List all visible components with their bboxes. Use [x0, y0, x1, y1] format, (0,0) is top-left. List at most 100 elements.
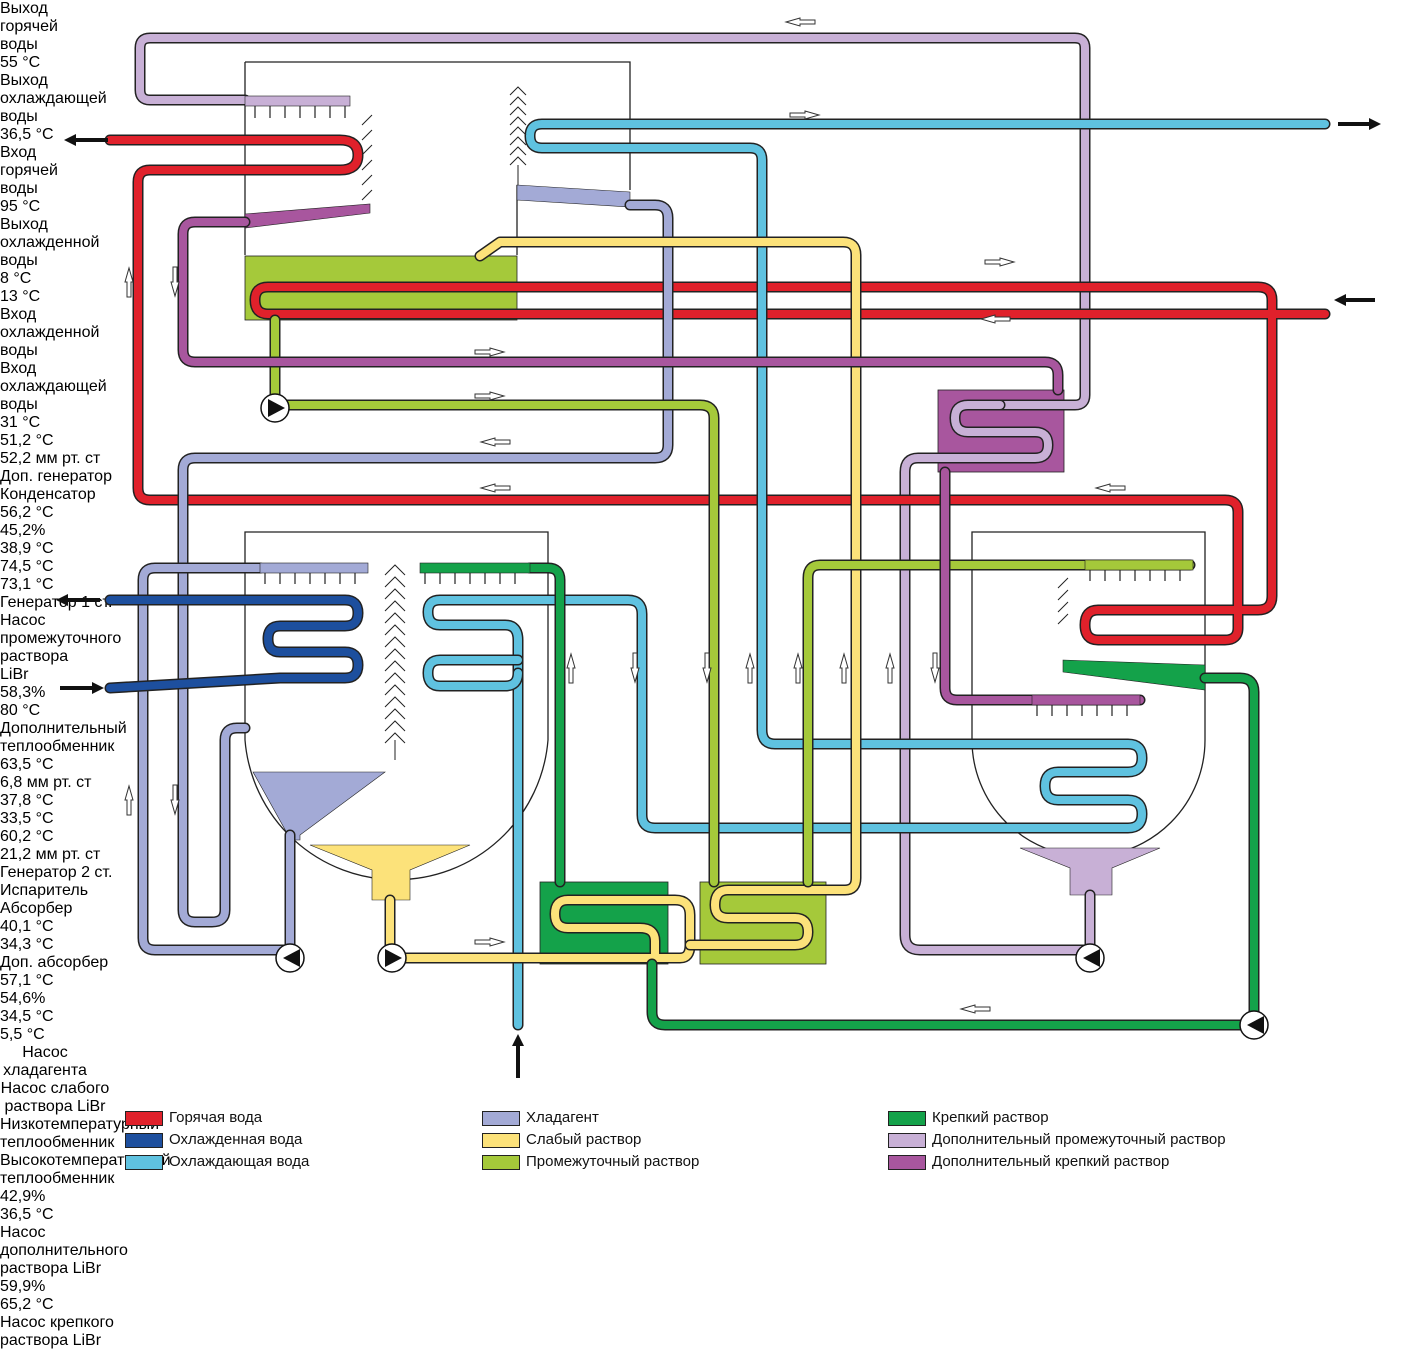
label-c-45-2: 45,2% [0, 522, 46, 539]
diagram-canvas [56, 17, 1381, 1078]
legend-swatch [888, 1133, 926, 1148]
label-p-right: 21,2 мм рт. ст [0, 846, 101, 863]
label-aux-absorber: Доп. абсорбер [0, 954, 109, 971]
label-p-top: 52,2 мм рт. ст [0, 450, 101, 467]
aux-gen-tray [244, 203, 371, 229]
pump-aux[interactable] [1075, 943, 1105, 973]
label-cool-in: Вход охлаждающей воды [0, 360, 107, 413]
label-aux-generator: Доп. генератор [0, 468, 112, 485]
label-hot-out-temp: 55 °C [0, 54, 41, 71]
label-t-5-5: 5,5 °C [0, 1026, 45, 1043]
right-vessel [971, 531, 1206, 858]
evap-spray-header [259, 562, 369, 574]
label-evaporator: Испаритель [0, 882, 89, 899]
pipe-refrigerant [137, 199, 674, 956]
upper-vessel [244, 61, 631, 255]
label-t-38-9: 38,9 °C [0, 540, 54, 557]
pipe-chilled-water [104, 594, 364, 694]
label-t-60-2: 60,2 °C [0, 828, 54, 845]
strong-solution-tray [1062, 659, 1206, 691]
pipe-intermediate-solution [269, 314, 1196, 888]
gen2-spray-header [1084, 559, 1194, 571]
label-t-57-1: 57,1 °C [0, 972, 54, 989]
legend-swatch [482, 1155, 520, 1170]
legend-label: Крепкий раствор [932, 1109, 1049, 1126]
label-chilled-in: Вход охлажденной воды [0, 306, 100, 359]
label-t-56-2: 56,2 °C [0, 504, 54, 521]
label-t-51-2: 51,2 °C [0, 432, 54, 449]
refrigerant-sump [252, 771, 386, 841]
pipe-weak-solution [384, 236, 862, 964]
pump-refrigerant[interactable] [275, 943, 305, 973]
legend-label: Хладагент [526, 1109, 599, 1126]
label-t-73-1: 73,1 °C [0, 576, 54, 593]
label-hot-in-temp: 95 °C [0, 198, 41, 215]
label-c-42-9: 42,9% [0, 1188, 46, 1205]
nozzles [254, 106, 1181, 716]
label-cool-out-temp: 36,5 °C [0, 126, 54, 143]
label-c-58-3: 58,3% [0, 684, 46, 701]
label-c-59-9: 59,9% [0, 1278, 46, 1295]
legend-label: Дополнительный крепкий раствор [932, 1153, 1170, 1170]
pipe-aux-strong-solution [177, 216, 1146, 706]
label-t-37-8: 37,8 °C [0, 792, 54, 809]
label-absorber: Абсорбер [0, 900, 73, 917]
pump-weak[interactable] [377, 943, 407, 973]
label-chilled-out-temp: 8 °C [0, 270, 32, 287]
absorption-chiller-diagram [56, 17, 1381, 1078]
label-t-33-5: 33,5 °C [0, 810, 54, 827]
absorber-spray-header [419, 562, 531, 574]
eliminators [361, 86, 1069, 760]
pipe-hot-water [104, 134, 1331, 646]
legend-label: Слабый раствор [526, 1131, 642, 1148]
label-chilled-out: Выход охлажденной воды [0, 216, 100, 269]
aux-absorber-spray-header [1031, 694, 1141, 706]
io-arrows [56, 118, 1381, 1078]
legend-swatch [125, 1111, 163, 1126]
label-t-34-3: 34,3 °C [0, 936, 54, 953]
label-condenser: Конденсатор [0, 486, 96, 503]
legend-label: Дополнительный промежуточный раствор [932, 1131, 1226, 1148]
legend-swatch [125, 1155, 163, 1170]
weak-solution-sump [309, 844, 471, 901]
legend-label: Промежуточный раствор [526, 1153, 700, 1170]
label-pump-aux: Насос дополнительного раствора LiBr [0, 1224, 128, 1277]
pump-strong[interactable] [1239, 1010, 1269, 1040]
small-arrows [124, 17, 1126, 1014]
label-t-65-2: 65,2 °C [0, 1296, 54, 1313]
legend-label: Охлажденная вода [169, 1131, 303, 1148]
legend-swatch [888, 1155, 926, 1170]
aux-solution-sump [1019, 847, 1161, 896]
pipe-cooling-water [422, 118, 1331, 1031]
label-t-63-5: 63,5 °C [0, 756, 54, 773]
label-aux-hx: Дополнительный теплообменник [0, 720, 127, 755]
label-p-evap: 6,8 мм рт. ст [0, 774, 92, 791]
label-t-34-5: 34,5 °C [0, 1008, 54, 1025]
pump-intermediate[interactable] [260, 393, 290, 423]
pipe-aux-intermediate [134, 32, 1096, 956]
label-cool-out: Выход охлаждающей воды [0, 72, 107, 125]
label-cool-in-temp: 31 °C [0, 414, 41, 431]
label-lt-hx: Низкотемпературный теплообменник [0, 1116, 160, 1151]
label-hot-in: Вход горячей воды [0, 144, 58, 197]
legend-label: Горячая вода [169, 1109, 263, 1126]
label-pump-ref: Насос хладагента [3, 1044, 87, 1079]
legend-swatch [482, 1111, 520, 1126]
label-t-36-5: 36,5 °C [0, 1206, 54, 1223]
legend-label: Охлаждающая вода [169, 1153, 310, 1170]
legend-swatch [888, 1111, 926, 1126]
legend-swatch [482, 1133, 520, 1148]
label-t-80: 80 °C [0, 702, 41, 719]
legend-swatch [125, 1133, 163, 1148]
label-chilled-in-temp: 13 °C [0, 288, 41, 305]
label-t-74-5: 74,5 °C [0, 558, 54, 575]
label-t-40-1: 40,1 °C [0, 918, 54, 935]
aux-gen-spray-header [244, 95, 351, 107]
label-pump-weak: Насос слабого раствора LiBr [0, 1080, 110, 1115]
label-hot-out: Выход горячей воды [0, 0, 58, 53]
label-pump-strong: Насос крепкого раствора LiBr [0, 1314, 114, 1349]
label-pump-intermediate: Насос промежуточного раствора LiBr [0, 612, 122, 683]
condenser-tray [516, 184, 631, 208]
label-generator2: Генератор 2 ст. [0, 864, 113, 881]
label-c-54-6: 54,6% [0, 990, 46, 1007]
